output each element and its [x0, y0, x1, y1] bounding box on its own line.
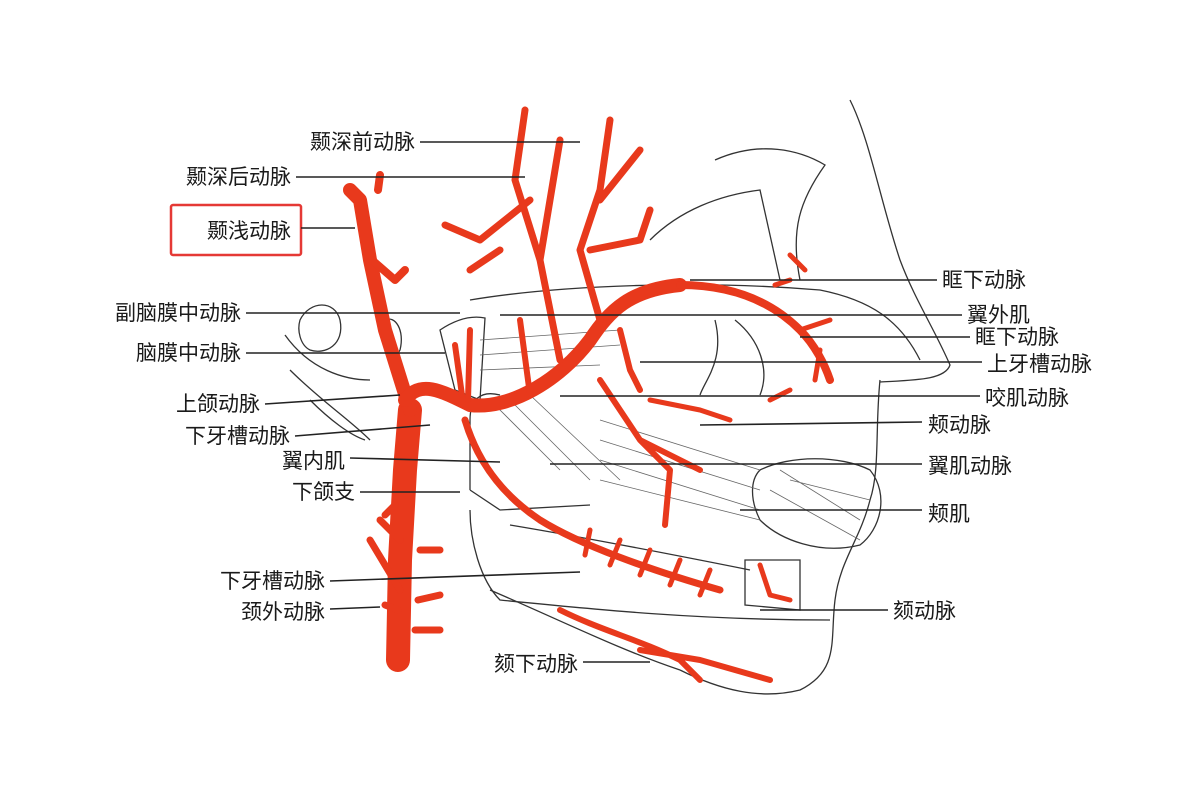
label-deep-temporal-posterior: 颞深后动脉 [186, 165, 291, 189]
superficial-temporal-artery [343, 183, 417, 417]
label-superficial-temporal: 颞浅动脉 [207, 219, 291, 243]
highlight-box [169, 203, 303, 257]
muscle-hatching [479, 329, 871, 541]
label-submental: 颏下动脉 [494, 652, 578, 676]
label-pterygoid-arteries: 翼肌动脉 [928, 454, 1012, 478]
leader-lines [246, 141, 982, 663]
skull-outline [284, 99, 951, 695]
arteries [343, 106, 834, 683]
label-masseteric: 咬肌动脉 [985, 386, 1069, 410]
maxillary-artery [398, 278, 687, 413]
labels-right: 眶下动脉 翼外肌 眶下动脉 上牙槽动脉 咬肌动脉 颊动脉 翼肌动脉 颊肌 颏动脉 [893, 268, 1092, 623]
label-superior-alveolar: 上牙槽动脉 [987, 352, 1092, 376]
label-lateral-pterygoid: 翼外肌 [967, 303, 1030, 327]
label-buccinator: 颊肌 [928, 502, 970, 526]
label-mental: 颏动脉 [893, 599, 956, 623]
label-infraorbital-1: 眶下动脉 [942, 268, 1026, 292]
label-accessory-middle-meningeal: 副脑膜中动脉 [115, 301, 241, 325]
inferior-alveolar-artery [461, 416, 724, 594]
label-medial-pterygoid: 翼内肌 [282, 449, 345, 473]
label-inferior-alveolar-upper: 下牙槽动脉 [185, 424, 290, 448]
label-infraorbital-2: 眶下动脉 [975, 325, 1059, 349]
label-external-carotid: 颈外动脉 [241, 600, 325, 624]
submental-artery [557, 607, 773, 683]
label-inferior-alveolar-lower: 下牙槽动脉 [220, 569, 325, 593]
label-buccal-artery: 颊动脉 [928, 413, 991, 437]
labels-left: 颞深前动脉 颞深后动脉 颞浅动脉 副脑膜中动脉 脑膜中动脉 上颌动脉 下牙槽动脉… [115, 130, 578, 676]
label-deep-temporal-anterior: 颞深前动脉 [310, 130, 415, 154]
label-mandibular-ramus: 下颌支 [292, 480, 355, 504]
label-middle-meningeal: 脑膜中动脉 [136, 341, 241, 365]
label-maxillary: 上颌动脉 [176, 392, 260, 416]
